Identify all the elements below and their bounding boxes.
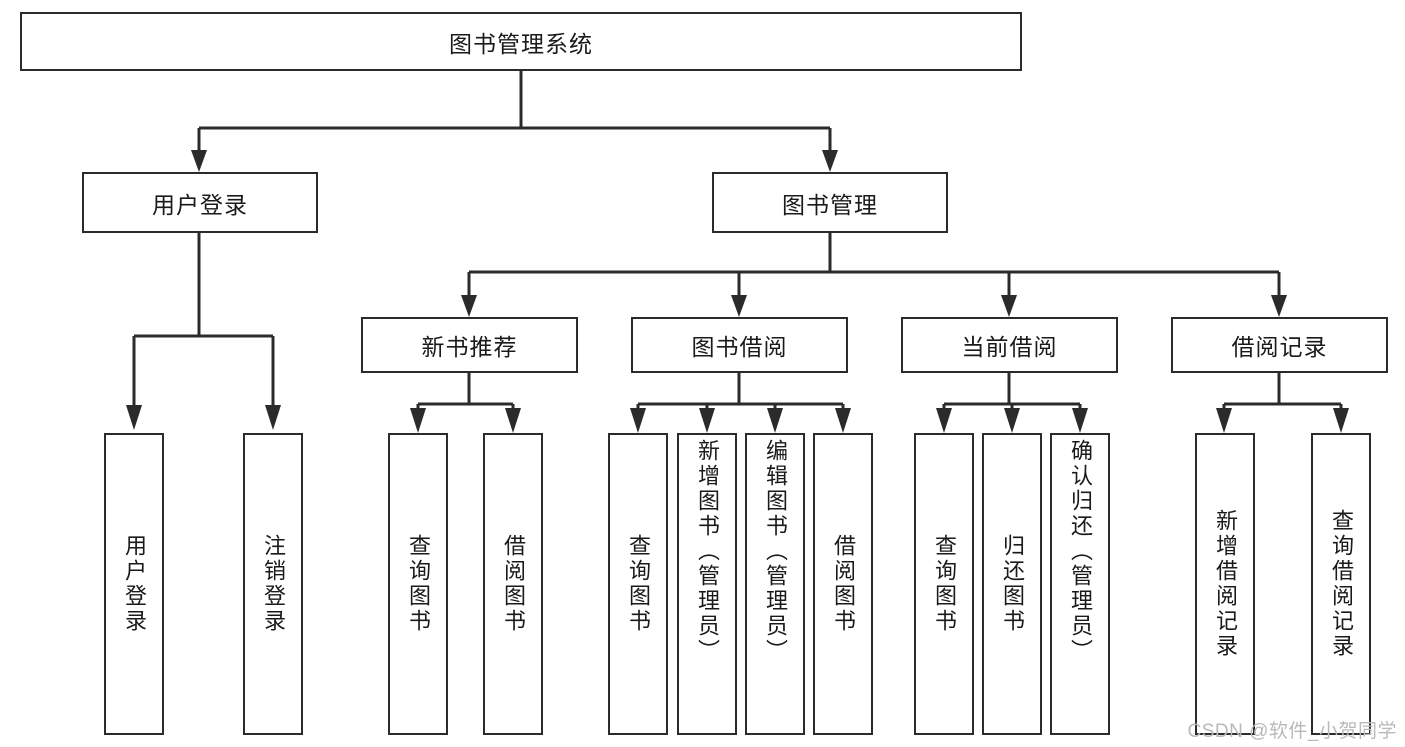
leaf-current-return-book-label: 归还图书 — [1000, 534, 1025, 634]
leaf-new-book-query-label: 查询图书 — [406, 534, 431, 634]
leaf-records-add-record-label: 新增借阅记录 — [1213, 509, 1238, 659]
leaf-user-login-logout-label: 注销登录 — [261, 534, 286, 634]
node-root-system[interactable]: 图书管理系统 — [20, 12, 1022, 71]
node-new-book-recommend[interactable]: 新书推荐 — [361, 317, 578, 373]
leaf-records-add-record[interactable]: 新增借阅记录 — [1195, 433, 1255, 735]
node-user-login-label: 用户登录 — [152, 191, 248, 218]
leaf-borrow-edit-book-label: 编辑图书（管理员） — [763, 439, 788, 664]
watermark-text: CSDN @软件_小贺同学 — [1187, 721, 1397, 742]
leaf-records-query-record-label: 查询借阅记录 — [1329, 509, 1354, 659]
leaf-current-confirm-return-label: 确认归还（管理员） — [1068, 439, 1093, 664]
node-book-borrow-label: 图书借阅 — [691, 334, 788, 360]
node-current-borrow-label: 当前借阅 — [961, 334, 1058, 360]
node-current-borrow[interactable]: 当前借阅 — [901, 317, 1118, 373]
connector-borrow-records-to-leaves — [1216, 373, 1349, 433]
node-book-management[interactable]: 图书管理 — [712, 172, 948, 233]
leaf-borrow-borrow-book-label: 借阅图书 — [831, 534, 856, 634]
leaf-new-book-borrow[interactable]: 借阅图书 — [483, 433, 543, 735]
connector-user-login-to-leaves — [126, 233, 281, 430]
node-borrow-records-label: 借阅记录 — [1231, 334, 1328, 360]
leaf-current-confirm-return[interactable]: 确认归还（管理员） — [1050, 433, 1110, 735]
node-borrow-records[interactable]: 借阅记录 — [1171, 317, 1388, 373]
leaf-new-book-query[interactable]: 查询图书 — [388, 433, 448, 735]
connector-root-to-level2 — [191, 71, 838, 172]
leaf-user-login-login-label: 用户登录 — [122, 534, 147, 634]
leaf-user-login-logout[interactable]: 注销登录 — [243, 433, 303, 735]
leaf-current-query-book-label: 查询图书 — [932, 534, 957, 634]
connector-book-borrow-to-leaves — [630, 373, 851, 433]
leaf-borrow-query-book-label: 查询图书 — [626, 534, 651, 634]
leaf-current-query-book[interactable]: 查询图书 — [914, 433, 974, 735]
node-book-borrow[interactable]: 图书借阅 — [631, 317, 848, 373]
connector-book-mgmt-to-level3 — [461, 233, 1287, 317]
leaf-records-query-record[interactable]: 查询借阅记录 — [1311, 433, 1371, 735]
leaf-borrow-add-book[interactable]: 新增图书（管理员） — [677, 433, 737, 735]
leaf-current-return-book[interactable]: 归还图书 — [982, 433, 1042, 735]
connector-current-borrow-to-leaves — [936, 373, 1088, 433]
leaf-borrow-borrow-book[interactable]: 借阅图书 — [813, 433, 873, 735]
leaf-borrow-edit-book[interactable]: 编辑图书（管理员） — [745, 433, 805, 735]
node-book-management-label: 图书管理 — [782, 191, 878, 218]
leaf-borrow-add-book-label: 新增图书（管理员） — [695, 439, 720, 664]
connector-new-book-to-leaves — [410, 373, 521, 433]
leaf-borrow-query-book[interactable]: 查询图书 — [608, 433, 668, 735]
leaf-user-login-login[interactable]: 用户登录 — [104, 433, 164, 735]
leaf-new-book-borrow-label: 借阅图书 — [501, 534, 526, 634]
node-user-login[interactable]: 用户登录 — [82, 172, 318, 233]
node-new-book-recommend-label: 新书推荐 — [421, 334, 518, 360]
node-root-system-label: 图书管理系统 — [449, 30, 593, 57]
